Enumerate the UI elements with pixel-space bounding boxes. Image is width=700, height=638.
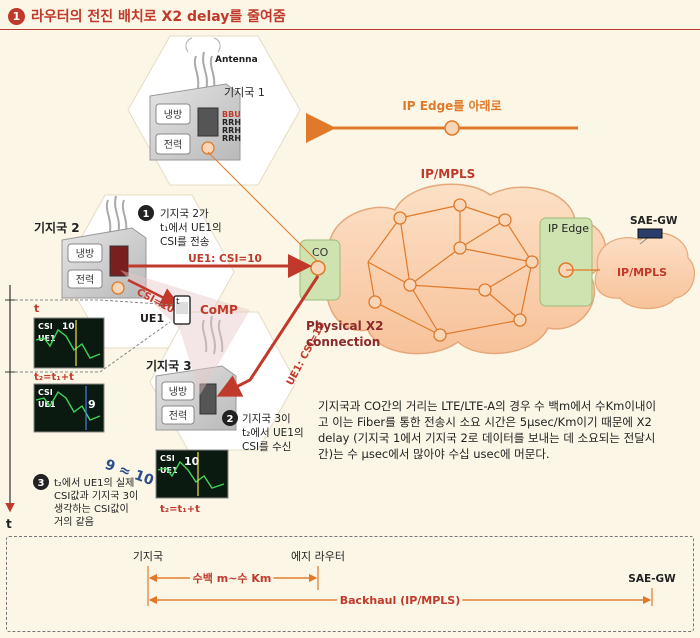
bs3-cooling-label: 냉방: [169, 386, 187, 398]
bs2-label: 기지국 2: [34, 220, 80, 235]
comp-label: CoMP: [200, 303, 238, 317]
comp-area: [120, 270, 250, 395]
bs1-label: 기지국 1: [224, 86, 265, 99]
p1-csi: CSI: [38, 322, 53, 331]
distance-scale: 기지국 에지 라우터 SAE-GW 수백 m~수 Km Backhaul (IP…: [133, 550, 676, 610]
bottom-distance-label: 수백 m~수 Km: [193, 571, 272, 585]
ue-device: UE1 CoMP t: [140, 295, 238, 325]
bbu-label: BBU: [222, 110, 241, 119]
csi-panel-3: CSI UE1 10 t₂=t₁+t: [155, 449, 229, 515]
step3-line2: CSI값과 기지국 3이: [54, 490, 138, 502]
p1-ue: UE1: [38, 334, 56, 343]
step2-line3: CSI를 수신: [242, 441, 291, 453]
p1-value: 10: [62, 322, 75, 332]
ip-mpls-cloud: IP/MPLS: [325, 167, 607, 355]
sae-gw-device-icon: [637, 228, 663, 239]
co-label: CO: [312, 246, 329, 259]
rrh-label-2: RRH: [222, 126, 241, 135]
bottom-bs-label: 기지국: [133, 550, 163, 563]
time-axis: t t t₂=t₁+t: [5, 285, 176, 531]
bs3-label: 기지국 3: [146, 358, 192, 373]
title-step-badge: 1: [8, 7, 25, 25]
p2-ue: UE1: [38, 400, 56, 409]
antenna-signal-icon: [185, 37, 221, 53]
p3-value: 10: [184, 455, 200, 468]
step1-line1: 기지국 2가: [160, 208, 209, 220]
bottom-sae-label: SAE-GW: [628, 573, 676, 585]
base-station-3: 냉방 전력 기지국 3: [146, 315, 237, 431]
bs2-cooling-label: 냉방: [76, 248, 94, 260]
bs1-cooling-label: 냉방: [164, 109, 182, 121]
ip-edge-node: IP Edge: [539, 217, 593, 307]
physical-x2-label: Physical X2: [306, 319, 384, 333]
connection-label: connection: [306, 335, 380, 349]
step-3-note: 3 t₂에서 UE1의 실제 CSI값과 기지국 3이 생각하는 CSI값이 거…: [33, 474, 138, 528]
step3-line3: 생각하는 CSI값이: [54, 502, 129, 515]
ue1-csi-label-a: UE1: CSI=10: [188, 253, 262, 265]
step1-line3: CSI를 전송: [160, 236, 210, 248]
p3-time-label: t₂=t₁+t: [160, 504, 200, 515]
title-text: 라우터의 전진 배치로 X2 delay를 줄여줌: [31, 9, 286, 25]
csi-panel-2: CSI UE1 9: [33, 383, 105, 433]
delay-explanation: 기지국과 CO간의 거리는 LTE/LTE-A의 경우 수 백m에서 수Km이내…: [318, 399, 657, 461]
bottom-backhaul-label: Backhaul (IP/MPLS): [340, 594, 461, 607]
bs2-power-label: 전력: [76, 274, 94, 286]
p2-value: 9: [88, 398, 96, 411]
rrh-label-1: RRH: [222, 118, 241, 127]
ip-edge-label: IP Edge: [548, 222, 589, 235]
rrh-label-3: RRH: [222, 134, 241, 143]
co-node: CO: [299, 239, 341, 301]
base-station-2: 냉방 전력 기지국 2: [34, 195, 147, 299]
distance-scale-box: [6, 536, 694, 632]
step1-badge: 1: [143, 209, 150, 220]
base-station-1: Antenna 냉방 전력 기지국 1 BBU RRH RRH RRH: [149, 37, 319, 263]
step2-line1: 기지국 3이: [242, 413, 291, 425]
t-axis-label: t: [6, 517, 12, 531]
bs3-power-label: 전력: [169, 410, 187, 422]
csi-panel-1: CSI UE1 10: [33, 317, 105, 369]
t2-axis-label: t₂=t₁+t: [34, 372, 74, 383]
antenna-label: Antenna: [215, 55, 258, 65]
ue1-label: UE1: [140, 312, 164, 325]
sae-gw-label: SAE-GW: [630, 215, 678, 227]
step3-line4: 거의 같음: [54, 516, 94, 528]
page-title: 1 라우터의 전진 배치로 X2 delay를 줄여줌: [8, 6, 286, 26]
bottom-edge-label: 에지 라우터: [291, 550, 345, 563]
ip-edge-down-label: IP Edge를 아래로: [402, 98, 501, 113]
bs1-power-label: 전력: [164, 139, 182, 151]
step3-line1: t₂에서 UE1의 실제: [54, 477, 134, 489]
step2-badge: 2: [227, 414, 234, 425]
ue-t1-tag: t: [176, 297, 180, 307]
p2-csi: CSI: [38, 388, 53, 397]
ip-mpls-label: IP/MPLS: [421, 167, 476, 181]
step1-line2: t₁에서 UE1의: [160, 222, 222, 234]
p3-ue: UE1: [160, 466, 178, 475]
p3-csi: CSI: [160, 454, 175, 463]
step2-line2: t₂에서 UE1의: [242, 427, 304, 439]
step3-badge: 3: [38, 478, 45, 489]
step-1-note: 1 기지국 2가 t₁에서 UE1의 CSI를 전송: [138, 205, 222, 248]
ip-edge-move-arrow: IP Edge를 아래로: [306, 98, 578, 143]
t1-axis-label: t: [34, 302, 39, 315]
x2-arrows: [127, 254, 320, 397]
title-divider: [0, 29, 700, 30]
step-2-note: 2 기지국 3이 t₂에서 UE1의 CSI를 수신: [222, 410, 304, 453]
ip-mpls-cloud-right: IP/MPLS SAE-GW: [566, 215, 696, 309]
ip-mpls-right-label: IP/MPLS: [617, 266, 667, 279]
